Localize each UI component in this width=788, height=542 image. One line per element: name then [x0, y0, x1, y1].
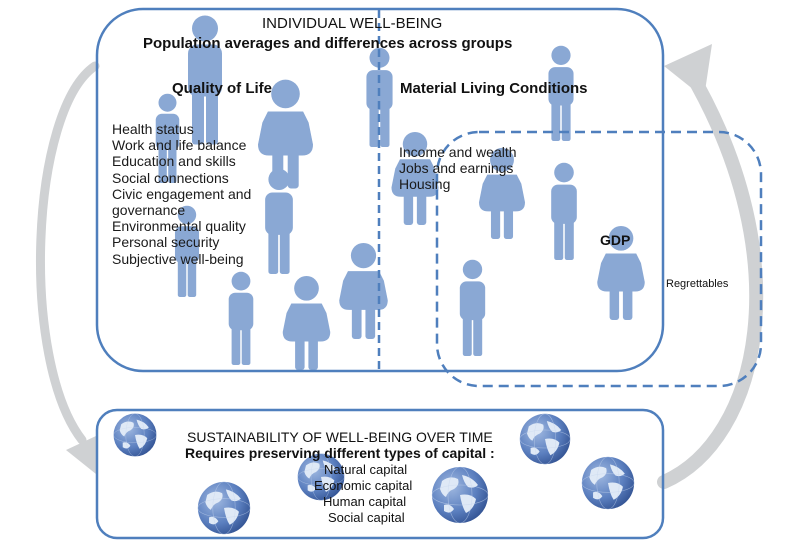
list-item: Housing [399, 176, 451, 193]
globe-icon [519, 413, 571, 465]
sustainability-title: SUSTAINABILITY OF WELL-BEING OVER TIME [187, 429, 493, 445]
sustainability-frame [95, 408, 665, 540]
list-item: Environmental quality [112, 218, 246, 235]
globe-icon [581, 456, 635, 510]
globe-icon [431, 466, 489, 524]
sustainability-subtitle: Requires preserving different types of c… [185, 445, 495, 461]
globe-icon [113, 413, 157, 457]
person-icon [459, 259, 486, 356]
capital-social: Social capital [328, 510, 405, 525]
capital-human: Human capital [323, 494, 407, 509]
capital-economic: Economic capital [314, 478, 413, 493]
individual-wellbeing-frame [95, 7, 665, 373]
right-cycle-arrow-icon [657, 44, 764, 489]
list-item: Personal security [112, 234, 220, 251]
regrettables-label: Regrettables [666, 278, 729, 290]
person-icon [339, 242, 388, 339]
capital-natural: Natural capital [324, 462, 408, 477]
material-living-conditions-list: Income and wealth Jobs and earnings Hous… [399, 144, 517, 193]
quality-of-life-list: Health status Work and life balance Educ… [112, 121, 251, 267]
material-living-conditions-heading: Material Living Conditions [400, 80, 588, 97]
list-item: Jobs and earnings [399, 160, 514, 177]
list-item: Subjective well-being [112, 250, 244, 267]
wellbeing-title: INDIVIDUAL WELL-BEING [262, 15, 443, 32]
gdp-label: GDP [600, 232, 631, 248]
list-item: Social connections [112, 169, 229, 186]
list-item: Income and wealth [399, 144, 517, 160]
person-icon [282, 275, 331, 370]
left-cycle-arrow-icon [36, 61, 100, 474]
person-icon [551, 162, 577, 260]
list-item: Civic engagement and [112, 185, 252, 202]
person-icon [228, 271, 254, 365]
list-item: Health status [112, 121, 194, 137]
list-item: Work and life balance [112, 137, 247, 154]
gdp-boundary [435, 130, 763, 388]
globe-icon [197, 481, 251, 535]
quality-of-life-heading: Quality of Life [172, 80, 273, 97]
wellbeing-subtitle: Population averages and differences acro… [143, 35, 513, 52]
list-item: Education and skills [112, 153, 236, 170]
list-item: governance [112, 202, 186, 219]
